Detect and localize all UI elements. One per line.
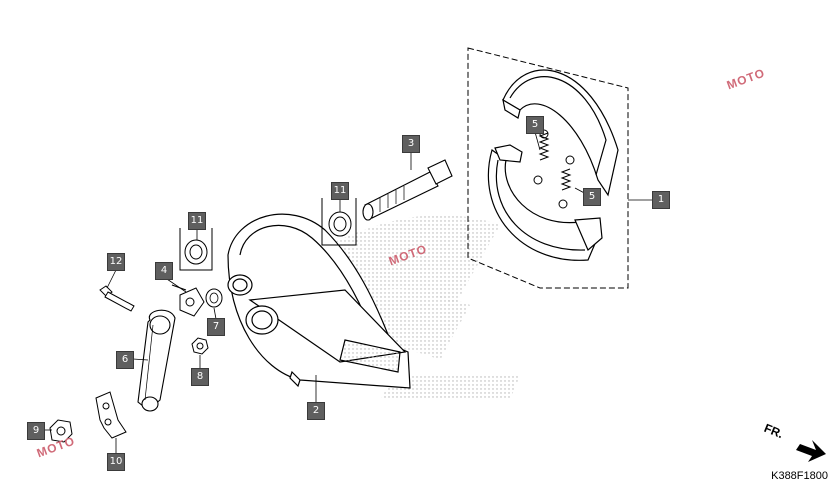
callout-11-center: 11 (331, 182, 349, 200)
brake-shoe-upper (502, 69, 619, 197)
brake-cam (362, 159, 453, 221)
shoe-spring-left (533, 129, 550, 185)
callout-3: 3 (402, 135, 420, 153)
oil-seal-left (179, 228, 213, 271)
brake-shoe-lower (487, 144, 603, 261)
shoe-spring-right (558, 155, 575, 209)
catalog-code: K388F1800 (771, 470, 828, 482)
wear-indicator-plate (171, 284, 205, 317)
callout-12: 12 (107, 253, 125, 271)
callout-9: 9 (27, 422, 45, 440)
callout-5-upper: 5 (526, 116, 544, 134)
callout-2: 2 (307, 402, 325, 420)
callout-4: 4 (155, 262, 173, 280)
callout-5-lower: 5 (583, 188, 601, 206)
callout-7: 7 (207, 318, 225, 336)
flange-nut (49, 419, 73, 443)
callout-10: 10 (107, 453, 125, 471)
brake-panel (227, 213, 411, 389)
arm-stopper (95, 391, 127, 439)
callout-1: 1 (652, 191, 670, 209)
brake-arm (137, 309, 176, 412)
oil-seal-center (321, 198, 357, 246)
forward-arrow-icon (796, 440, 826, 462)
shoe-group-boundary (467, 47, 629, 289)
callout-6: 6 (116, 351, 134, 369)
bolt (99, 285, 135, 312)
callout-8: 8 (191, 368, 209, 386)
callout-11-left: 11 (188, 212, 206, 230)
nut (191, 337, 209, 355)
